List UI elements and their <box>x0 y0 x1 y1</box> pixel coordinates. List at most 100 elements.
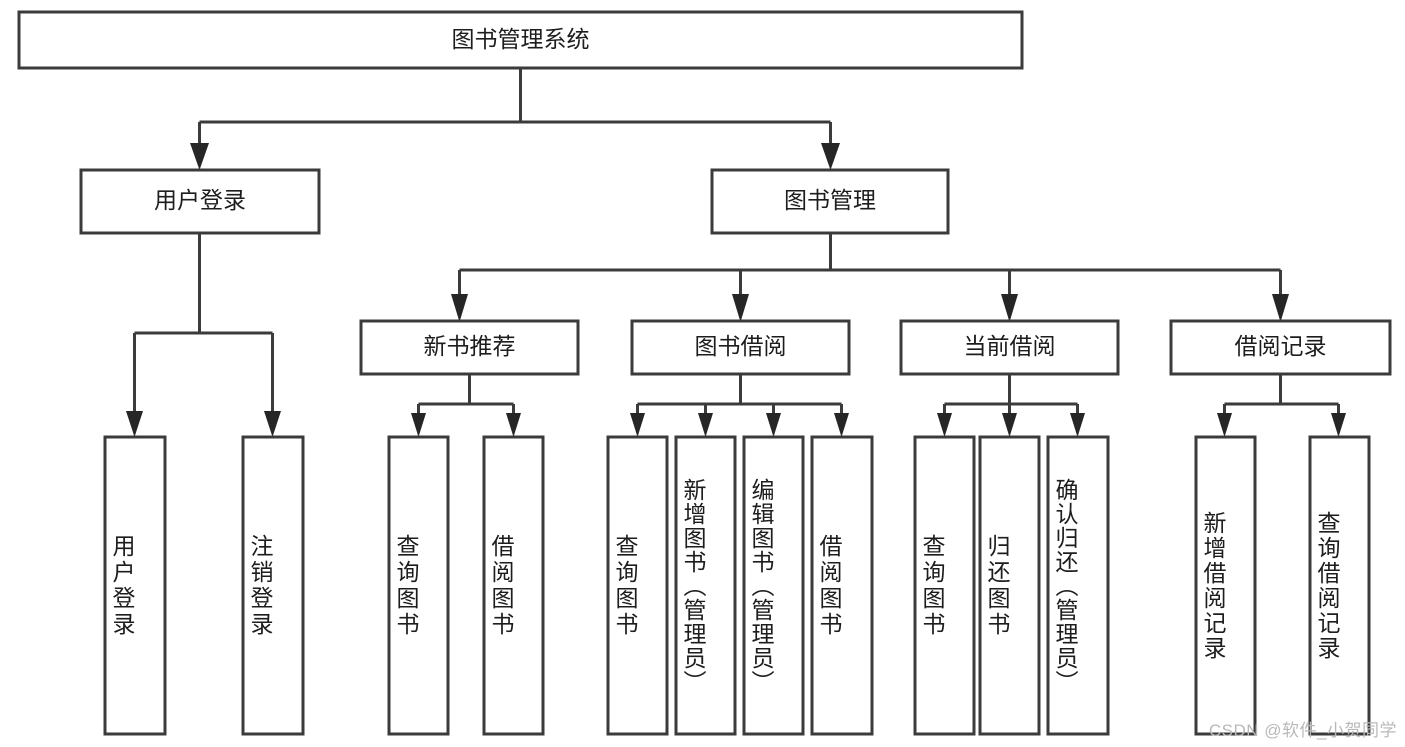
leaf-box-borrow-record-1 <box>1308 435 1371 736</box>
leaf-node-current-borrow-query[interactable]: 查询图书 <box>913 435 976 736</box>
node-root-label: 图书管理系统 <box>452 26 590 52</box>
node-new-book-recommend[interactable]: 新书推荐 <box>359 319 580 376</box>
leaf-label-borrow-record-1: 查询借阅记录 <box>1314 510 1340 661</box>
leaf-node-user-login-logout[interactable]: 注销登录 <box>241 435 305 736</box>
leaf-node-current-borrow-confirm[interactable]: 确认归还（管理员） <box>1046 435 1110 736</box>
leaf-box-user-login-0 <box>103 435 167 736</box>
connector-group-book-manage <box>451 233 1289 322</box>
node-new-book-recommend-box <box>359 319 580 376</box>
node-root-box <box>17 10 1024 70</box>
leaf-node-new-book-query[interactable]: 查询图书 <box>387 435 450 736</box>
leaf-label-user-login-0: 用户登录 <box>109 533 135 638</box>
leaf-box-current-borrow-0 <box>913 435 976 736</box>
leaf-box-borrow-record-0 <box>1194 435 1257 736</box>
leaf-label-wrap-book-borrow-3: 借阅图书 <box>816 533 842 638</box>
connector-group-user-login <box>126 233 281 437</box>
node-book-borrow-label: 图书借阅 <box>695 333 787 359</box>
leaf-label-book-borrow-2: 编辑图书（管理员） <box>748 478 774 694</box>
leaf-label-wrap-new-book-0: 查询图书 <box>393 533 419 638</box>
leaf-label-current-borrow-1: 归还图书 <box>984 533 1010 638</box>
leaf-label-wrap-current-borrow-1: 归还图书 <box>984 533 1010 638</box>
arrow-head-leaf-user-login-1 <box>264 411 281 437</box>
arrow-head-leaf-current-borrow-2 <box>1070 413 1085 437</box>
node-borrow-record-label: 借阅记录 <box>1235 333 1327 359</box>
arrow-head-level2-1 <box>732 294 749 322</box>
leaf-node-book-borrow-add[interactable]: 新增图书（管理员） <box>674 435 737 736</box>
arrow-head-leaf-book-borrow-0 <box>630 413 645 437</box>
leaf-node-new-book-borrow[interactable]: 借阅图书 <box>482 435 545 736</box>
leaf-label-current-borrow-2: 确认归还（管理员） <box>1052 478 1078 694</box>
arrow-head-leaf-book-borrow-1 <box>698 413 713 437</box>
leaf-node-borrow-record-query[interactable]: 查询借阅记录 <box>1308 435 1371 736</box>
leaf-box-book-borrow-0 <box>606 435 669 736</box>
connector-group-current-borrow <box>937 374 1085 437</box>
connector-group-root <box>190 68 840 170</box>
leaf-label-wrap-new-book-1: 借阅图书 <box>488 533 514 638</box>
node-book-borrow-box <box>630 319 851 376</box>
arrow-head-leaf-borrow-record-1 <box>1331 413 1346 437</box>
connector-group-borrow-record <box>1217 374 1346 437</box>
node-book-borrow[interactable]: 图书借阅 <box>630 319 851 376</box>
leaf-label-book-borrow-1: 新增图书（管理员） <box>680 478 706 694</box>
leaf-label-wrap-user-login-1: 注销登录 <box>247 533 273 638</box>
arrow-head-leaf-borrow-record-0 <box>1217 413 1232 437</box>
node-root-system[interactable]: 图书管理系统 <box>17 10 1024 70</box>
leaf-box-current-borrow-1 <box>978 435 1041 736</box>
arrow-head-leaf-book-borrow-2 <box>766 413 781 437</box>
arrow-head-level2-0 <box>451 294 468 322</box>
leaf-node-book-borrow-query[interactable]: 查询图书 <box>606 435 669 736</box>
arrow-head-leaf-current-borrow-0 <box>937 413 952 437</box>
node-user-login-box <box>79 168 321 235</box>
node-book-manage-box <box>710 168 950 235</box>
leaf-box-book-borrow-1 <box>674 435 737 736</box>
leaf-node-current-borrow-return[interactable]: 归还图书 <box>978 435 1041 736</box>
leaf-label-new-book-1: 借阅图书 <box>488 533 514 638</box>
leaf-label-wrap-current-borrow-2: 确认归还（管理员） <box>1052 478 1078 694</box>
leaf-label-user-login-1: 注销登录 <box>247 533 273 638</box>
leaf-box-book-borrow-3 <box>810 435 874 736</box>
leaf-label-current-borrow-0: 查询图书 <box>919 533 945 638</box>
arrow-head-user-login <box>190 143 209 170</box>
leaf-box-book-borrow-2 <box>742 435 805 736</box>
leaf-box-current-borrow-2 <box>1046 435 1110 736</box>
leaf-label-book-borrow-0: 查询图书 <box>612 533 638 638</box>
connector-group-book-borrow <box>630 374 849 437</box>
arrow-head-level2-2 <box>1001 294 1018 322</box>
leaf-label-wrap-book-borrow-2: 编辑图书（管理员） <box>748 478 774 694</box>
node-book-manage[interactable]: 图书管理 <box>710 168 950 235</box>
leaf-box-user-login-1 <box>241 435 305 736</box>
leaf-box-new-book-0 <box>387 435 450 736</box>
arrow-head-book-manage <box>821 143 840 170</box>
node-user-login-label: 用户登录 <box>154 187 246 213</box>
leaf-label-borrow-record-0: 新增借阅记录 <box>1200 510 1226 661</box>
node-book-manage-label: 图书管理 <box>784 187 876 213</box>
leaf-box-new-book-1 <box>482 435 545 736</box>
leaf-label-wrap-book-borrow-0: 查询图书 <box>612 533 638 638</box>
arrow-head-leaf-current-borrow-1 <box>1002 413 1017 437</box>
connector-group-new-book <box>411 374 521 437</box>
arrow-head-leaf-new-book-0 <box>411 413 426 437</box>
leaf-node-book-borrow-borrow[interactable]: 借阅图书 <box>810 435 874 736</box>
node-new-book-recommend-label: 新书推荐 <box>424 333 516 359</box>
leaf-label-new-book-0: 查询图书 <box>393 533 419 638</box>
node-borrow-record-box <box>1169 319 1392 376</box>
arrow-head-leaf-new-book-1 <box>506 413 521 437</box>
node-current-borrow-box <box>899 319 1120 376</box>
leaf-label-wrap-user-login-0: 用户登录 <box>109 533 135 638</box>
node-borrow-record[interactable]: 借阅记录 <box>1169 319 1392 376</box>
leaf-label-wrap-borrow-record-0: 新增借阅记录 <box>1200 510 1226 661</box>
leaf-node-book-borrow-edit[interactable]: 编辑图书（管理员） <box>742 435 805 736</box>
leaf-label-wrap-current-borrow-0: 查询图书 <box>919 533 945 638</box>
node-user-login[interactable]: 用户登录 <box>79 168 321 235</box>
leaf-node-borrow-record-add[interactable]: 新增借阅记录 <box>1194 435 1257 736</box>
arrow-head-leaf-book-borrow-3 <box>834 413 849 437</box>
leaf-label-wrap-book-borrow-1: 新增图书（管理员） <box>680 478 706 694</box>
leaf-label-wrap-borrow-record-1: 查询借阅记录 <box>1314 510 1340 661</box>
leaf-node-user-login-login[interactable]: 用户登录 <box>103 435 167 736</box>
leaf-label-book-borrow-3: 借阅图书 <box>816 533 842 638</box>
node-current-borrow[interactable]: 当前借阅 <box>899 319 1120 376</box>
arrow-head-leaf-user-login-0 <box>126 411 143 437</box>
arrow-head-level2-3 <box>1272 294 1289 322</box>
